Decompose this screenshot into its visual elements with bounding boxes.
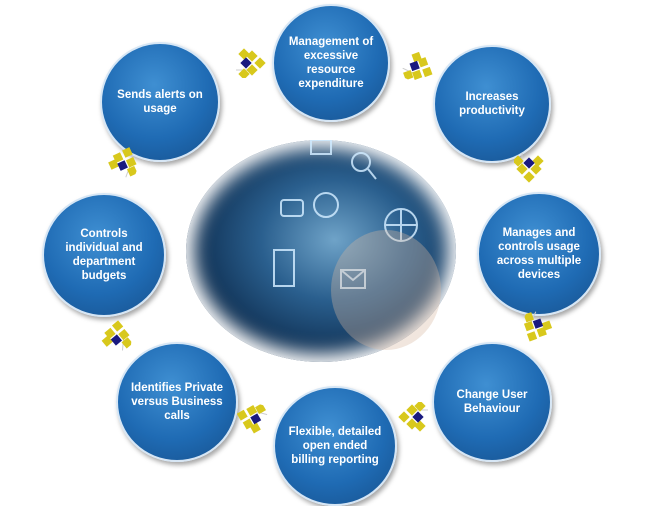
node-budgets: Controls individual and department budge… — [42, 193, 166, 317]
node-user-behaviour: Change User Behaviour — [432, 342, 552, 462]
node-label: Management of excessive resource expendi… — [288, 36, 374, 90]
connector-arrow-icon — [514, 308, 556, 351]
node-label: Flexible, detailed open ended billing re… — [288, 426, 382, 466]
connector-arrow-icon — [236, 48, 270, 80]
app-icons-graphic — [273, 140, 441, 350]
node-label: Manages and controls usage across multip… — [496, 227, 582, 281]
node-label: Sends alerts on usage — [117, 89, 203, 115]
node-billing-reporting: Flexible, detailed open ended billing re… — [273, 386, 397, 506]
connector-arrow-icon — [229, 398, 270, 436]
node-multiple-devices: Manages and controls usage across multip… — [477, 192, 601, 316]
connector-arrow-icon — [399, 48, 442, 90]
connector-arrow-icon — [512, 153, 544, 187]
connector-arrow-icon — [105, 138, 145, 180]
node-label: Change User Behaviour — [456, 389, 528, 415]
node-alerts: Sends alerts on usage — [100, 42, 220, 162]
node-resource-expenditure: Management of excessive resource expendi… — [272, 4, 390, 122]
node-label: Increases productivity — [459, 91, 525, 117]
connector-arrow-icon — [394, 400, 428, 432]
node-label: Controls individual and department budge… — [65, 228, 143, 282]
center-touchscreen-image — [186, 140, 456, 362]
node-label: Identifies Private versus Business calls — [130, 382, 224, 422]
connector-arrow-icon — [101, 315, 134, 351]
node-productivity: Increases productivity — [433, 45, 551, 163]
node-private-business-calls: Identifies Private versus Business calls — [116, 342, 238, 462]
